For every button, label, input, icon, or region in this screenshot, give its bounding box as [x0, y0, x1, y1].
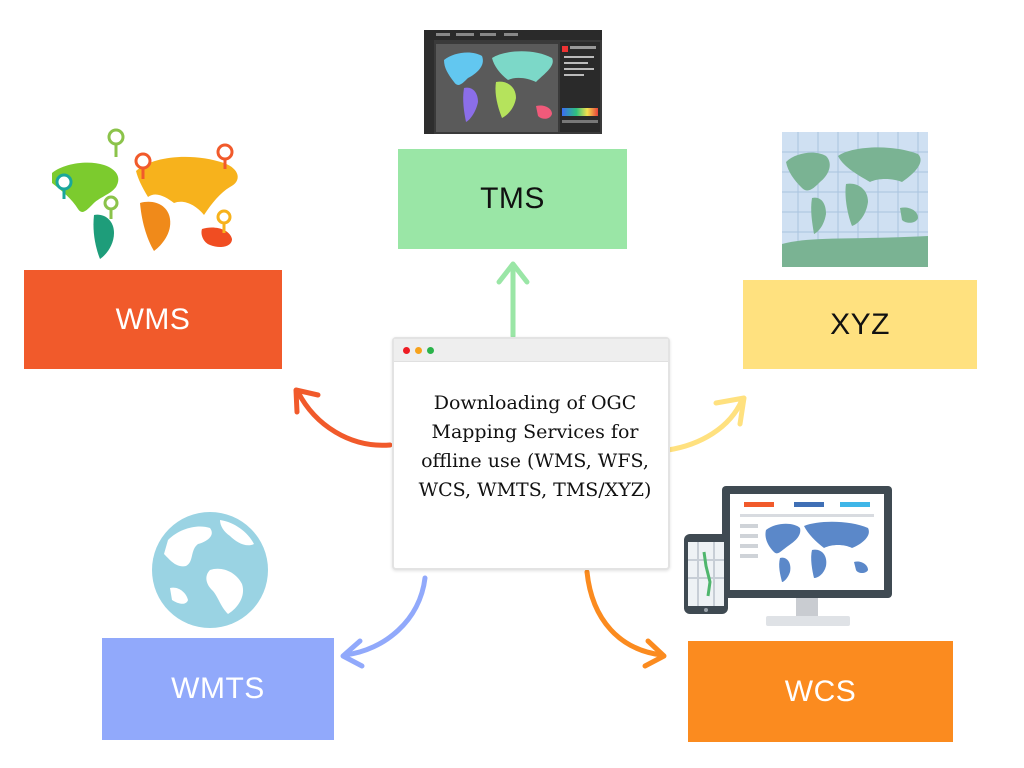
globe-icon	[152, 512, 268, 628]
tms-box: TMS	[398, 149, 627, 249]
window-dot-green	[427, 347, 434, 354]
wms-box: WMS	[24, 270, 282, 369]
wcs-label: WCS	[784, 674, 857, 708]
arrow-to-xyz	[665, 395, 747, 453]
monitor-and-phone-map-icon	[684, 486, 892, 626]
map-editor-screenshot	[424, 30, 602, 134]
tms-label: TMS	[480, 182, 545, 215]
center-description: Downloading of OGC Mapping Services for …	[418, 392, 652, 501]
center-window: Downloading of OGC Mapping Services for …	[392, 337, 670, 570]
window-dot-red	[403, 347, 410, 354]
world-map-with-pins-icon	[52, 128, 238, 259]
wcs-box: WCS	[688, 641, 953, 742]
wmts-box: WMTS	[102, 638, 334, 740]
wmts-label: WMTS	[171, 672, 265, 705]
arrow-to-wcs	[584, 569, 667, 669]
tile-grid-map	[782, 132, 928, 267]
window-dot-yellow	[415, 347, 422, 354]
wms-label: WMS	[115, 302, 191, 336]
arrow-to-wms	[293, 387, 393, 448]
xyz-label: XYZ	[830, 307, 890, 341]
arrow-to-tms	[496, 261, 530, 339]
window-title-bar	[394, 339, 668, 362]
xyz-box: XYZ	[743, 280, 977, 369]
arrow-to-wmts	[340, 575, 428, 669]
